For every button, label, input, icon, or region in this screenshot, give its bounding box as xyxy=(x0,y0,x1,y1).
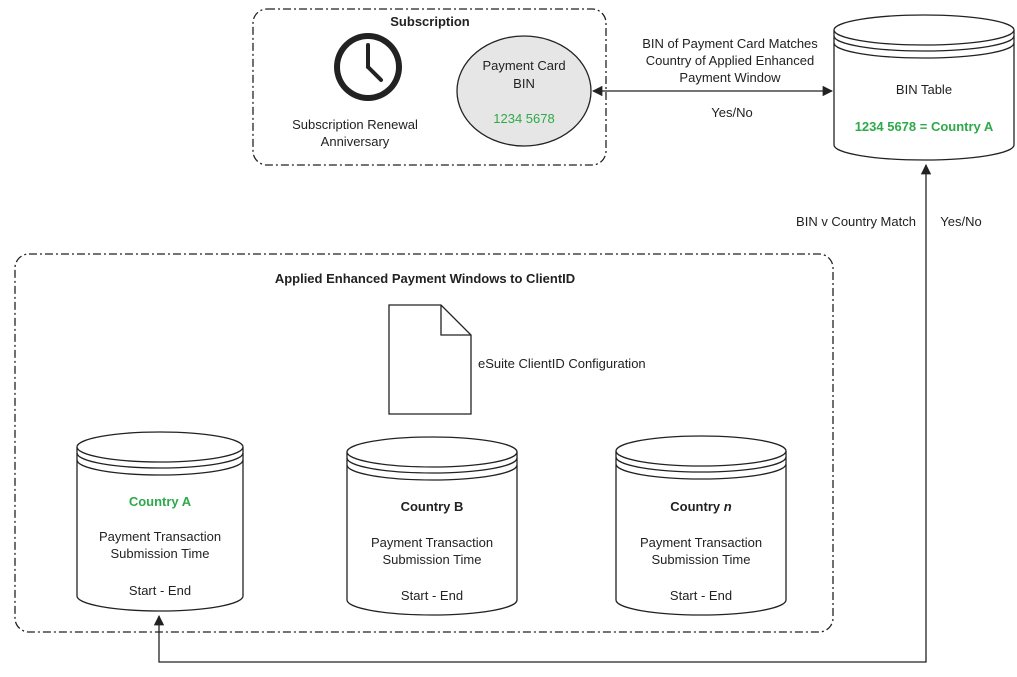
country-n-name: Country n xyxy=(670,499,731,514)
bin-match-connector: BIN of Payment Card Matches Country of A… xyxy=(591,36,834,120)
country-n-name-var: n xyxy=(724,499,732,514)
country-n-range: Start - End xyxy=(670,588,732,603)
bin-link-label-line1: BIN of Payment Card Matches xyxy=(642,36,818,51)
country-n-name-prefix: Country xyxy=(670,499,721,514)
clock-icon xyxy=(334,33,402,101)
card-number: 1234 5678 xyxy=(493,111,554,126)
country-b-name: Country B xyxy=(401,499,464,514)
bin-link-result: Yes/No xyxy=(711,105,752,120)
country-n-line2: Submission Time xyxy=(652,552,751,567)
country-n-line1: Payment Transaction xyxy=(640,535,762,550)
country-n-cylinder: Country n Payment Transaction Submission… xyxy=(615,435,787,616)
country-a-line2: Submission Time xyxy=(111,546,210,561)
doc-label: eSuite ClientID Configuration xyxy=(478,356,646,371)
bin-link-label-line3: Payment Window xyxy=(679,70,781,85)
country-link-result: Yes/No xyxy=(940,214,981,229)
subscription-title: Subscription xyxy=(390,14,470,29)
country-a-cylinder: Country A Payment Transaction Submission… xyxy=(76,431,244,612)
bin-table-cylinder: BIN Table 1234 5678 = Country A xyxy=(833,14,1015,161)
document-icon xyxy=(388,304,472,415)
card-label-line1: Payment Card xyxy=(482,58,565,73)
subscription-group: Subscription Subscription Renewal Annive… xyxy=(252,8,607,166)
applied-windows-group: Applied Enhanced Payment Windows to Clie… xyxy=(14,253,834,633)
country-b-range: Start - End xyxy=(401,588,463,603)
country-b-cylinder: Country B Payment Transaction Submission… xyxy=(346,436,518,616)
country-b-line1: Payment Transaction xyxy=(371,535,493,550)
bin-table-mapping: 1234 5678 = Country A xyxy=(855,119,994,134)
country-link-label: BIN v Country Match xyxy=(796,214,916,229)
card-label-line2: BIN xyxy=(513,76,535,91)
country-match-connector: BIN v Country Match Yes/No xyxy=(153,163,982,663)
payment-card-bin: Payment Card BIN 1234 5678 xyxy=(456,35,592,147)
bin-table-title: BIN Table xyxy=(896,82,952,97)
country-a-line1: Payment Transaction xyxy=(99,529,221,544)
country-a-range: Start - End xyxy=(129,583,191,598)
country-a-name: Country A xyxy=(129,494,192,509)
bin-link-label-line2: Country of Applied Enhanced xyxy=(646,53,814,68)
renewal-label-line1: Subscription Renewal xyxy=(292,117,418,132)
windows-title: Applied Enhanced Payment Windows to Clie… xyxy=(275,271,575,286)
renewal-label-line2: Anniversary xyxy=(321,134,390,149)
country-b-line2: Submission Time xyxy=(383,552,482,567)
